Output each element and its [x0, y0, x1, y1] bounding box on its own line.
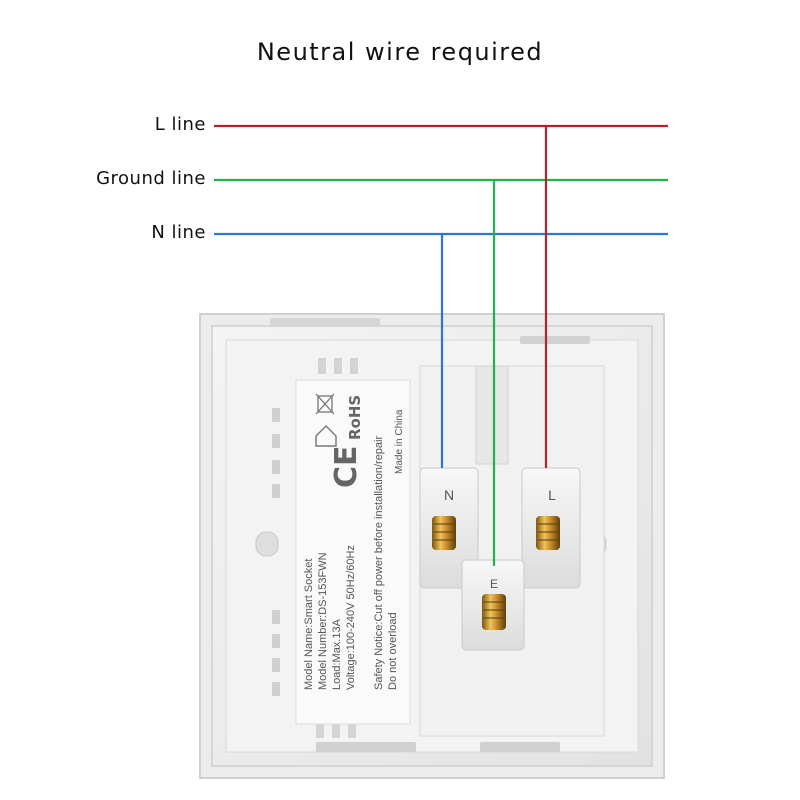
l-line-label: L line — [154, 114, 206, 135]
ce-mark-text: CE — [329, 445, 364, 488]
load-text: Load:Max.13A — [331, 618, 343, 690]
rohs-mark-text: RoHS — [346, 395, 364, 440]
live-terminal-mark: L — [548, 487, 556, 503]
model-name-text: Model Name:Smart Socket — [303, 559, 315, 690]
voltage-text: Voltage:100-240V 50Hz/60Hz — [345, 545, 357, 690]
socket-body: N L E — [419, 365, 605, 737]
indoor-use-icon — [315, 425, 337, 447]
model-number-text: Model Number:DS-153FWN — [317, 552, 329, 690]
safety-notice-text: Safety Notice:Cut off power before insta… — [373, 436, 385, 690]
weee-bin-icon — [315, 393, 335, 415]
made-in-text: Made in China — [394, 409, 405, 474]
wiring — [214, 124, 668, 566]
neutral-terminal-mark: N — [444, 487, 454, 503]
n-line-label: N line — [151, 222, 206, 243]
diagram-title: Neutral wire required — [256, 38, 544, 66]
label-text-block: Model Name:Smart Socket Model Number:DS-… — [303, 436, 399, 690]
origin-text-block: Made in China — [394, 409, 405, 474]
overload-text: Do not overload — [387, 612, 399, 690]
ce-mark: CE — [329, 445, 364, 488]
product-label — [295, 379, 411, 725]
ground-line-label: Ground line — [96, 168, 206, 189]
rohs-mark: RoHS — [346, 395, 364, 440]
earth-terminal-mark: E — [490, 577, 498, 591]
